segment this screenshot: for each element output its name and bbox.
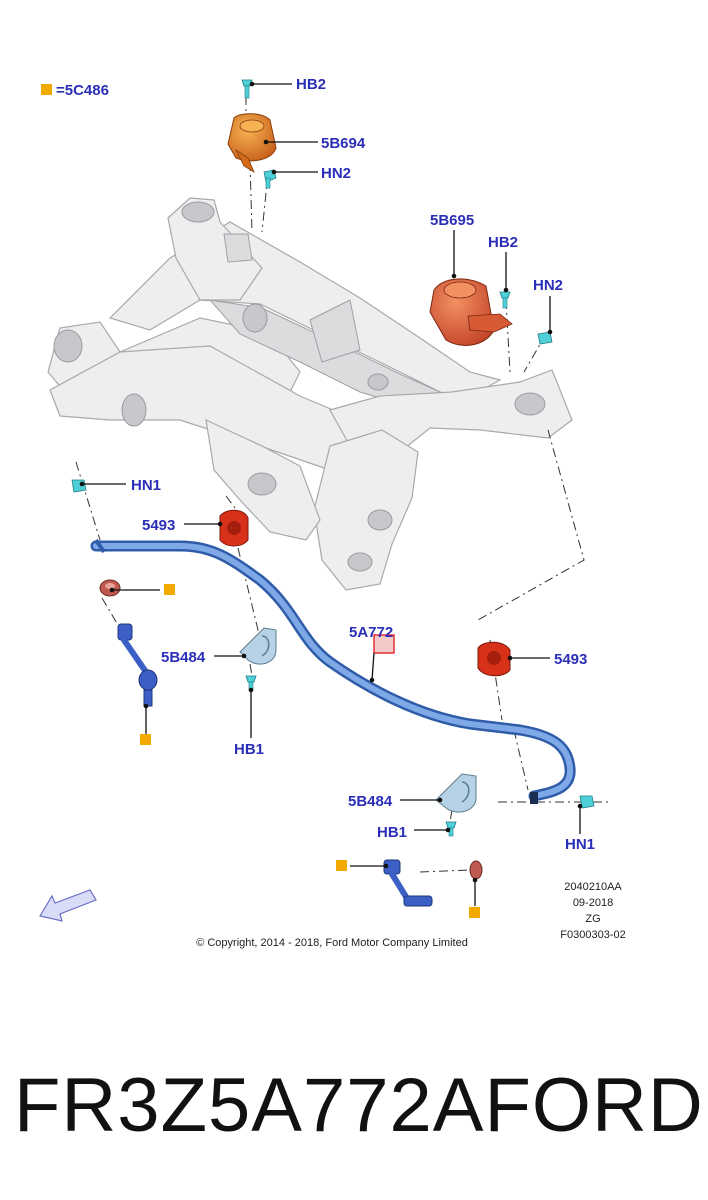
link-right[interactable]: [383, 859, 433, 907]
marker-5c486-c: [336, 860, 347, 871]
callout-hn2-top: HN2: [321, 165, 351, 182]
callout-5b484-right: 5B484: [348, 793, 393, 810]
nut-hn1-right[interactable]: [579, 795, 595, 809]
link-left[interactable]: [117, 623, 158, 707]
leader-lines: [79, 81, 583, 906]
callout-hb2-right: HB2: [488, 234, 518, 251]
marker-5c486-b: [140, 734, 151, 745]
bracket-5b484-left[interactable]: [239, 627, 277, 665]
diagram-code: 2040210AA: [564, 881, 622, 893]
bar-right-end: [530, 792, 538, 804]
callout-5493-right: 5493: [554, 651, 587, 668]
grommet-5c486-left[interactable]: [99, 579, 121, 597]
callout-5b484-left: 5B484: [161, 649, 206, 666]
callout-5493-left: 5493: [142, 517, 175, 534]
parts-diagram: =5C486: [39, 76, 626, 949]
diagram-reference: F0300303-02: [560, 929, 625, 941]
callout-hn1-right: HN1: [565, 836, 595, 853]
bushing-5493-left[interactable]: [219, 509, 249, 547]
legend-marker: [41, 84, 52, 95]
brand-name: FORD: [484, 1062, 704, 1148]
diagram-date: 09-2018: [573, 897, 613, 909]
bolt-hb2-top[interactable]: [241, 79, 253, 99]
callout-5b694: 5B694: [321, 135, 366, 152]
mount-5b695[interactable]: [429, 278, 513, 346]
bar-left-end: [94, 538, 106, 554]
diagram-series: ZG: [585, 913, 600, 925]
copyright-notice: © Copyright, 2014 - 2018, Ford Motor Com…: [196, 937, 468, 949]
bolt-hb2-right[interactable]: [499, 291, 511, 309]
nut-hn1-left[interactable]: [71, 479, 87, 493]
callout-hn2-right: HN2: [533, 277, 563, 294]
forward-direction-arrow-icon: [39, 889, 97, 922]
rear-subframe: [47, 197, 573, 591]
mount-5b694[interactable]: [227, 113, 277, 173]
nut-hn2-right[interactable]: [537, 331, 553, 345]
part-caption: FR3Z5A772A FORD: [0, 1040, 708, 1170]
part-number: FR3Z5A772A: [14, 1062, 485, 1148]
callout-5a772: 5A772: [349, 624, 393, 641]
callout-5b695: 5B695: [430, 212, 474, 229]
callout-hb2-top: HB2: [296, 76, 326, 93]
marker-5c486-a: [164, 584, 175, 595]
bar-highlight-box: [373, 634, 395, 654]
callout-hb1-left: HB1: [234, 741, 264, 758]
callout-hb1-right: HB1: [377, 824, 407, 841]
callout-hn1-left: HN1: [131, 477, 161, 494]
bolt-hb1-right[interactable]: [445, 821, 457, 837]
bushing-5493-right[interactable]: [477, 641, 511, 677]
grommet-5c486-right[interactable]: [469, 860, 483, 880]
legend-text: =5C486: [56, 82, 109, 99]
marker-5c486-d: [469, 907, 480, 918]
bracket-5b484-right[interactable]: [435, 773, 477, 813]
